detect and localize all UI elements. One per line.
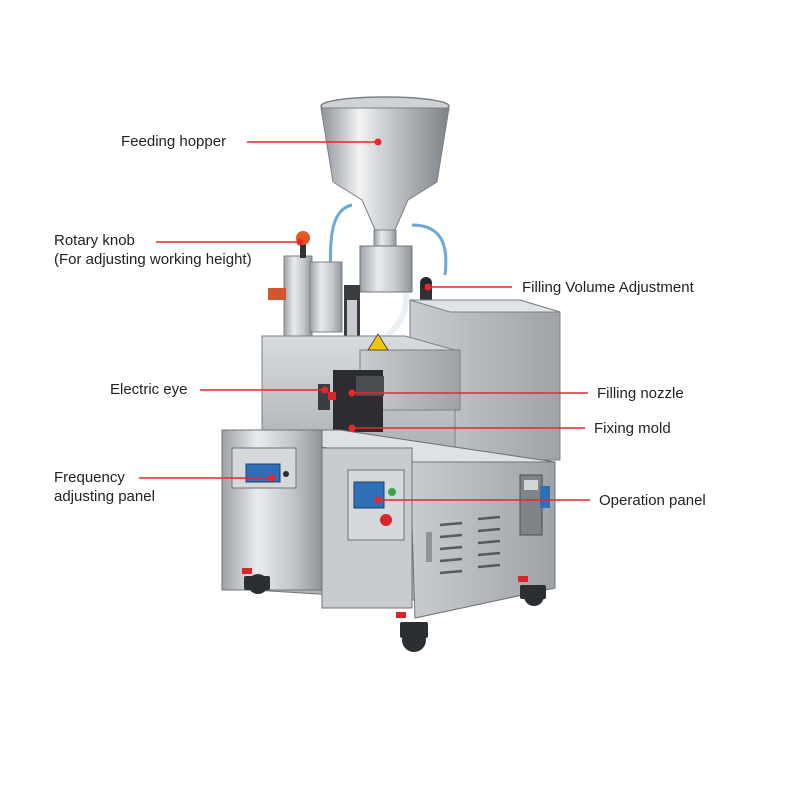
label-frequency-adjusting-panel-line1: Frequency	[54, 469, 125, 486]
label-feeding-hopper-line1: Feeding hopper	[121, 133, 227, 150]
label-electric-eye: Electric eye	[110, 380, 188, 399]
feeding-hopper-shape	[320, 96, 450, 249]
label-filling-nozzle: Filling nozzle	[597, 384, 684, 403]
label-operation-panel-line1: Operation panel	[599, 492, 706, 509]
label-filling-volume-adjustment-line1: Filling Volume Adjustment	[522, 279, 694, 296]
label-electric-eye-line1: Electric eye	[110, 381, 188, 398]
label-fixing-mold: Fixing mold	[594, 419, 671, 438]
label-operation-panel: Operation panel	[599, 491, 706, 510]
label-fixing-mold-line1: Fixing mold	[594, 420, 671, 437]
label-rotary-knob-line2: (For adjusting working height)	[54, 251, 252, 268]
label-filling-nozzle-line1: Filling nozzle	[597, 385, 684, 402]
label-frequency-adjusting-panel-line2: adjusting panel	[54, 488, 155, 505]
label-filling-volume-adjustment: Filling Volume Adjustment	[522, 278, 694, 297]
leader-lines	[139, 138, 590, 504]
label-feeding-hopper: Feeding hopper	[121, 132, 226, 151]
label-frequency-adjusting-panel: Frequency adjusting panel	[54, 468, 155, 506]
label-rotary-knob-line1: Rotary knob	[54, 232, 135, 249]
label-rotary-knob: Rotary knob (For adjusting working heigh…	[54, 231, 252, 269]
